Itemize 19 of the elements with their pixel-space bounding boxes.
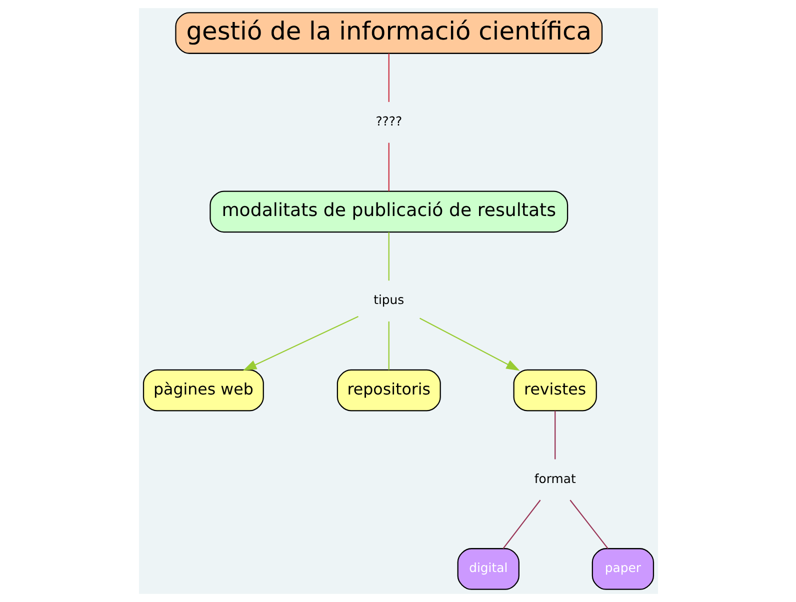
connector <box>388 232 389 281</box>
node-text: format <box>534 470 576 486</box>
node-text: ???? <box>375 114 402 129</box>
arrow <box>419 318 520 371</box>
node-box: gestió de la informació científica <box>174 12 602 54</box>
node-box: revistes <box>512 369 596 412</box>
connector <box>554 410 556 460</box>
node-text: tipus <box>373 292 404 308</box>
connector <box>388 53 389 102</box>
connector <box>569 500 608 549</box>
node-box: digital <box>456 548 519 590</box>
node-box: modalitats de publicació de resultats <box>209 190 568 233</box>
node-box: paper <box>591 548 654 590</box>
connector <box>388 142 389 192</box>
node-box: repositoris <box>336 369 440 412</box>
arrow <box>242 316 358 371</box>
node-box: pàgines web <box>142 369 264 412</box>
connector <box>502 500 540 549</box>
connector <box>388 321 389 370</box>
